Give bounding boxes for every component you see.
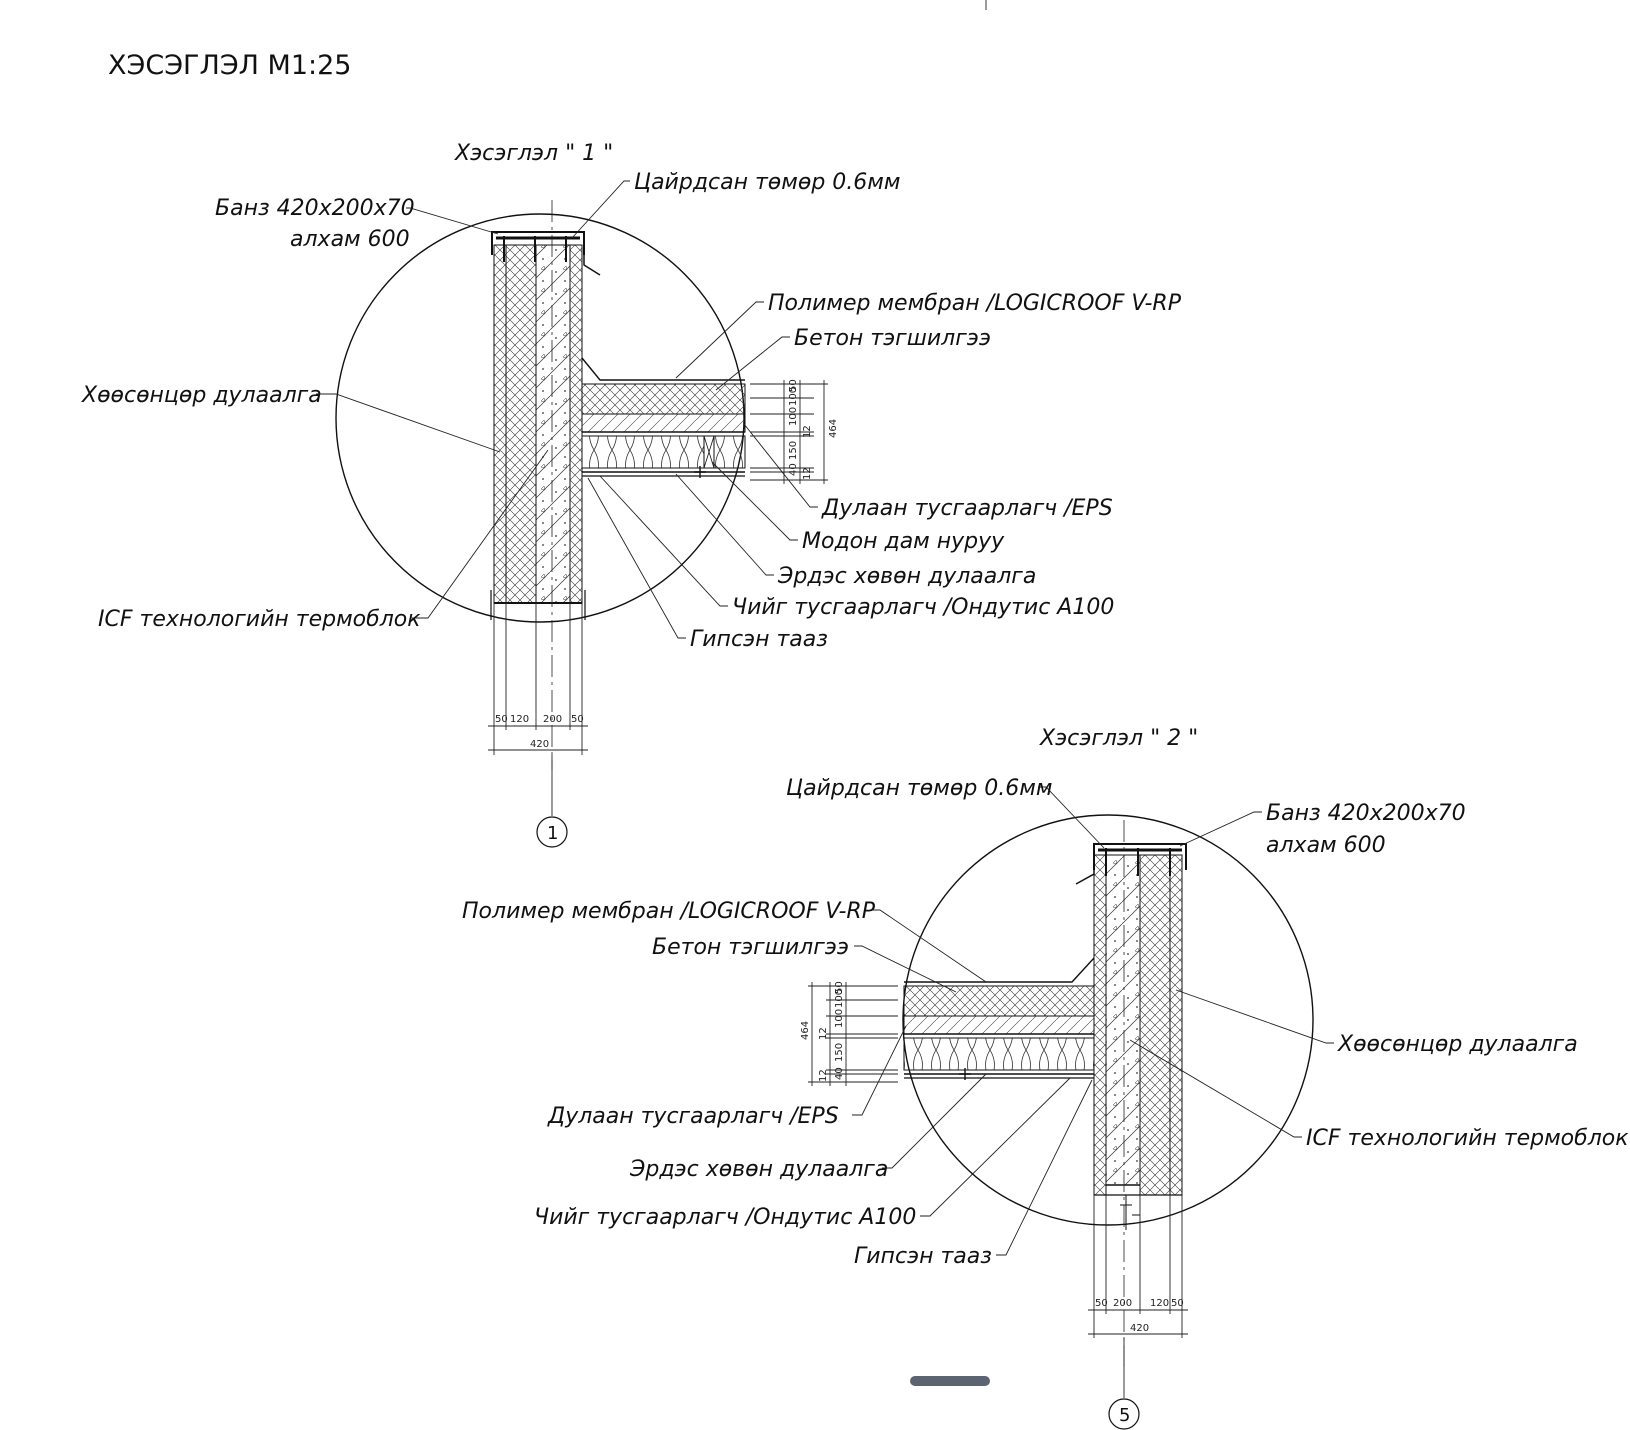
detail-1-vapor-label: Чийг тусгаарлагч /Ондутис А100 (732, 595, 1114, 620)
svg-text:150: 150 (834, 1043, 845, 1062)
detail-1-joist-label: Модон дам нуруу (802, 529, 1005, 554)
detail-1-tin-label: Цайрдсан төмөр 0.6мм (634, 170, 900, 195)
detail-2-wool-label: Эрдэс хөвөн дулаалга (629, 1157, 888, 1182)
detail-1-title: Хэсэглэл " 1 " (454, 141, 613, 166)
svg-text:1: 1 (547, 823, 558, 844)
detail-1-axis-bubble (536, 816, 568, 848)
svg-text:100: 100 (834, 989, 845, 1008)
svg-text:420: 420 (1130, 1323, 1149, 1334)
detail-2-horizontal-dims: 50 200 120 50 420 (1088, 1195, 1188, 1338)
detail-1-concrete-core (535, 244, 571, 604)
detail-2-step-label: алхам 600 (1266, 833, 1386, 858)
svg-text:12: 12 (818, 1069, 829, 1082)
svg-text:50: 50 (495, 714, 508, 725)
svg-text:50: 50 (571, 714, 584, 725)
detail-1-mineral-wool (581, 435, 746, 469)
detail-2-vertical-dims: 50 100 100 12 150 40 12 464 (800, 981, 898, 1086)
scroll-handle[interactable] (910, 1376, 990, 1386)
svg-text:50: 50 (1095, 1298, 1108, 1309)
svg-text:100: 100 (834, 1009, 845, 1028)
detail-2-eps-board (903, 1015, 1095, 1035)
detail-1-step-label: алхам 600 (290, 227, 410, 252)
detail-2: Хэсэглэл " 2 " (462, 726, 1629, 1430)
detail-2-vapor-label: Чийг тусгаарлагч /Ондутис А100 (534, 1205, 916, 1230)
detail-1: Хэсэглэл " 1 " (81, 141, 1182, 848)
detail-1-wool-label: Эрдэс хөвөн дулаалга (777, 564, 1036, 589)
detail-1-concrete-label: Бетон тэгшилгээ (794, 326, 991, 351)
sheet-title: ХЭСЭГЛЭЛ М1:25 (108, 50, 352, 81)
detail-1-outer-foam (493, 244, 507, 604)
detail-1-gypsum-label: Гипсэн тааз (690, 627, 828, 652)
svg-text:40: 40 (788, 463, 799, 476)
detail-2-banz-label: Банз 420х200х70 (1266, 801, 1466, 826)
detail-1-concrete-screed (581, 383, 746, 415)
detail-1-icf-label: ICF технологийн термоблок (98, 607, 421, 632)
detail-1-eps-label: Дулаан тусгаарлагч /EPS (821, 496, 1113, 521)
detail-1-membrane-label: Полимер мембран /LOGICROOF V-RP (768, 291, 1182, 316)
svg-text:5: 5 (1119, 1405, 1130, 1426)
svg-text:420: 420 (530, 739, 549, 750)
detail-2-title: Хэсэглэл " 2 " (1039, 726, 1198, 751)
detail-2-tin-cap (1093, 843, 1187, 870)
svg-text:120: 120 (510, 714, 529, 725)
svg-text:50: 50 (788, 379, 799, 392)
detail-2-axis-bubble (1108, 1398, 1140, 1430)
svg-text:12: 12 (802, 467, 813, 480)
svg-text:464: 464 (800, 1021, 811, 1040)
svg-text:200: 200 (543, 714, 562, 725)
detail-2-circle (902, 814, 1314, 1226)
svg-text:464: 464 (828, 419, 839, 438)
svg-text:12: 12 (802, 425, 813, 438)
detail-1-vertical-dims: 50 100 100 12 150 40 12 464 (750, 379, 839, 484)
detail-2-concrete-label: Бетон тэгшилгээ (652, 935, 849, 960)
detail-2-concrete-core (1105, 854, 1141, 1186)
detail-2-icf-label: ICF технологийн термоблок (1306, 1126, 1629, 1151)
detail-1-tin-cap (491, 231, 585, 255)
svg-text:200: 200 (1113, 1298, 1132, 1309)
detail-2-membrane-label: Полимер мембран /LOGICROOF V-RP (462, 899, 876, 924)
svg-text:12: 12 (818, 1027, 829, 1040)
detail-2-tin-label: Цайрдсан төмөр 0.6мм (786, 776, 1052, 801)
svg-text:120: 120 (1150, 1298, 1169, 1309)
svg-text:150: 150 (788, 441, 799, 460)
svg-text:100: 100 (788, 407, 799, 426)
detail-1-foam-label: Хөөсөнцөр дулаалга (81, 383, 322, 408)
detail-2-gypsum-label: Гипсэн тааз (854, 1244, 992, 1269)
detail-1-banz-label: Банз 420х200х70 (215, 196, 415, 221)
detail-2-foam-label: Хөөсөнцөр дулаалга (1337, 1032, 1578, 1057)
detail-2-outer-foam (1139, 854, 1171, 1196)
svg-text:50: 50 (834, 981, 845, 994)
detail-1-eps-board (581, 413, 746, 433)
detail-1-horizontal-dims: 50 120 200 50 420 (488, 603, 588, 755)
svg-text:100: 100 (788, 387, 799, 406)
detail-2-eps-label: Дулаан тусгаарлагч /EPS (547, 1104, 839, 1129)
detail-2-concrete-screed (903, 985, 1095, 1017)
svg-text:40: 40 (834, 1067, 845, 1080)
svg-text:50: 50 (1171, 1298, 1184, 1309)
detail-2-mineral-wool (903, 1037, 1095, 1071)
